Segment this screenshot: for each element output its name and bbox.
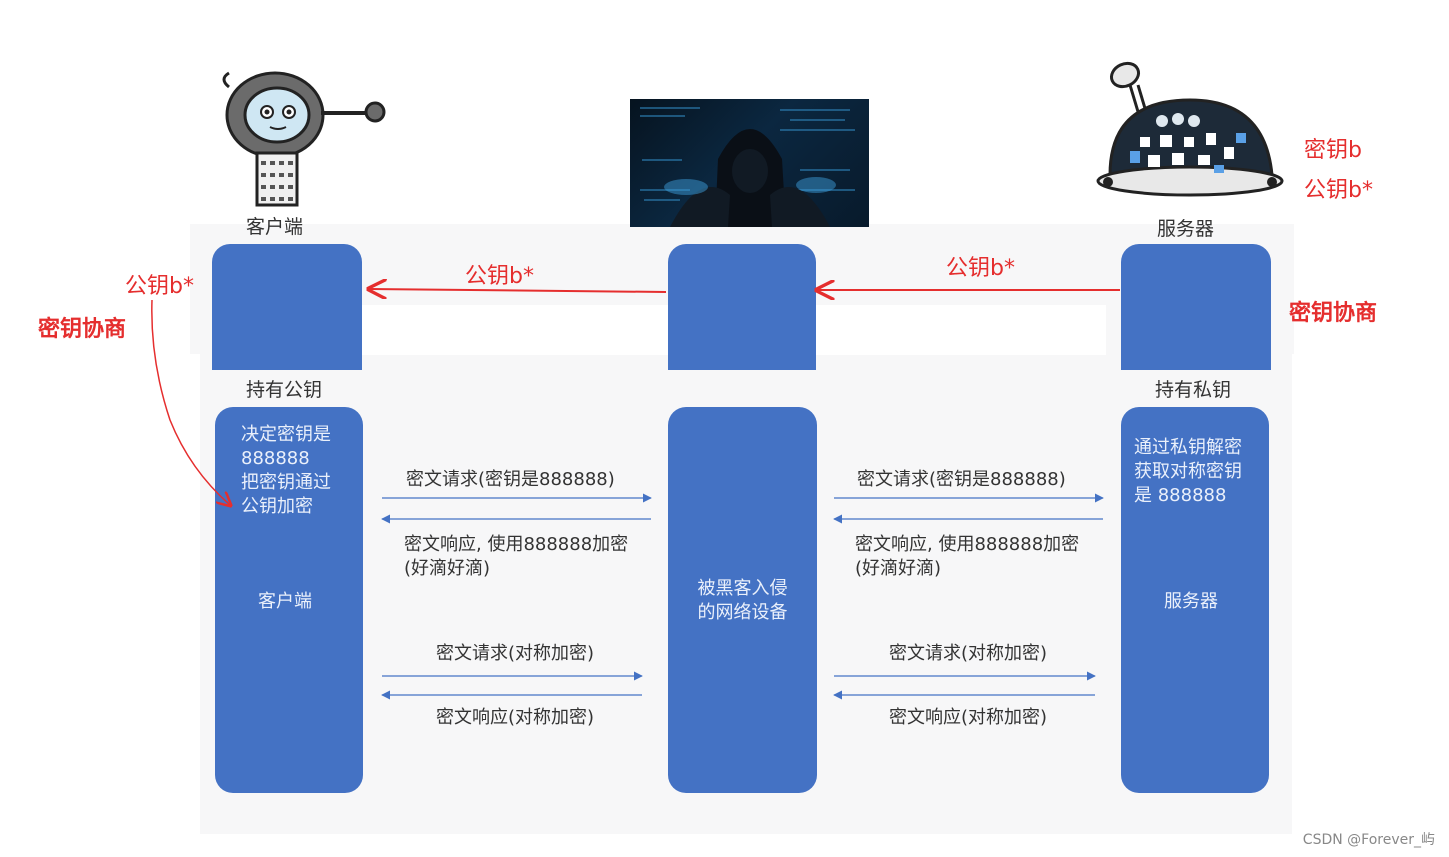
server-pillar <box>1121 407 1269 793</box>
middle-box-line: 的网络设备 <box>697 602 788 623</box>
client-box-line: 公钥加密 <box>241 496 313 517</box>
server-private-key-label: 密钥b <box>1304 138 1362 163</box>
middle-pillar <box>668 407 817 793</box>
server-title: 服务器 <box>1157 218 1215 240</box>
client-box-name: 客户端 <box>258 591 312 612</box>
client-side-key-label: 公钥b* <box>125 274 194 299</box>
client-box-line: 决定密钥是 <box>241 424 331 445</box>
right-req1-label: 密文请求(密钥是888888) <box>857 469 1066 490</box>
robot-client-icon <box>222 71 386 207</box>
right-resp1-label: 密文响应, 使用888888加密 (好滴好滴) <box>855 533 1079 581</box>
server-holds-label: 持有私钥 <box>1155 379 1232 401</box>
client-box-text: 决定密钥是 888888 把密钥通过 公钥加密 <box>241 423 331 519</box>
server-box-line: 通过私钥解密 <box>1134 437 1242 458</box>
middle-to-client-key-label: 公钥b* <box>465 264 534 289</box>
right-resp2-label: 密文响应(对称加密) <box>889 707 1048 728</box>
left-resp1-line: (好滴好滴) <box>404 558 491 579</box>
left-req2-label: 密文请求(对称加密) <box>436 643 595 664</box>
client-negotiation-label: 密钥协商 <box>38 317 127 342</box>
right-req2-label: 密文请求(对称加密) <box>889 643 1048 664</box>
server-public-key-label: 公钥b* <box>1304 178 1373 203</box>
middle-box-text: 被黑客入侵 的网络设备 <box>668 577 817 625</box>
left-resp1-label: 密文响应, 使用888888加密 (好滴好滴) <box>404 533 628 581</box>
top-white-strip-right <box>816 305 1106 355</box>
server-box-name: 服务器 <box>1164 591 1218 612</box>
server-top-pillar <box>1121 244 1271 370</box>
red-arrow-middle-to-client <box>370 289 667 292</box>
watermark: CSDN @Forever_屿 <box>1302 832 1435 848</box>
client-title: 客户端 <box>246 216 304 238</box>
middle-top-pillar <box>668 244 816 370</box>
client-pillar <box>215 407 363 793</box>
client-box-line: 把密钥通过 <box>241 472 331 493</box>
robot-server-icon <box>1096 61 1284 197</box>
server-box-line: 获取对称密钥 <box>1134 461 1242 482</box>
server-to-middle-key-label: 公钥b* <box>946 256 1015 281</box>
middle-box-line: 被黑客入侵 <box>697 578 788 599</box>
left-resp1-line: 密文响应, 使用888888加密 <box>404 534 629 555</box>
server-negotiation-label: 密钥协商 <box>1289 301 1378 326</box>
right-resp1-line: (好滴好滴) <box>855 558 942 579</box>
hacker-image <box>630 99 869 227</box>
right-resp1-line: 密文响应, 使用888888加密 <box>855 534 1080 555</box>
red-curve-client <box>151 299 230 505</box>
left-req1-label: 密文请求(密钥是888888) <box>406 469 615 490</box>
server-box-line: 是 888888 <box>1134 485 1227 506</box>
top-white-strip <box>362 305 668 355</box>
client-box-line: 888888 <box>241 448 310 469</box>
client-top-pillar <box>212 244 362 370</box>
left-resp2-label: 密文响应(对称加密) <box>436 707 595 728</box>
server-box-text: 通过私钥解密 获取对称密钥 是 888888 <box>1134 436 1242 508</box>
client-holds-label: 持有公钥 <box>246 379 323 401</box>
